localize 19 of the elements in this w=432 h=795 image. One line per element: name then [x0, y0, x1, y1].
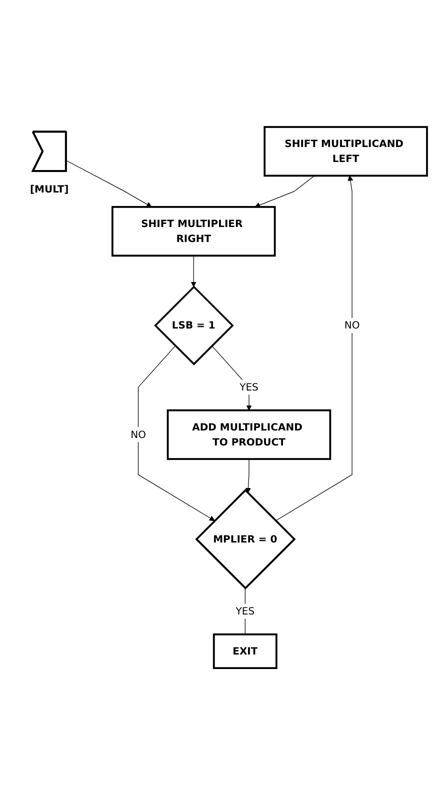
- node-label: [MULT]: [30, 182, 69, 195]
- arrow: [245, 458, 251, 494]
- edge-label: NO: [130, 428, 146, 440]
- edge-label: YES: [240, 380, 258, 393]
- arrow: [138, 345, 215, 521]
- node-box: SHIFT MULTIPLIER RIGHT: [112, 206, 276, 257]
- node-box: ADD MULTIPLICAND TO PRODUCT: [166, 409, 332, 460]
- arrow: [254, 175, 315, 208]
- edge-label: NO: [344, 319, 360, 332]
- node-diamond: LSB = 1: [154, 286, 234, 366]
- arrow: [66, 160, 152, 208]
- node-box: EXIT: [212, 633, 278, 669]
- edge-label: YES: [236, 604, 255, 617]
- node-box: SHIFT MULTIPLICAND LEFT: [264, 126, 428, 177]
- node-diamond: MPLIER = 0: [195, 488, 296, 590]
- connector: [244, 588, 246, 635]
- arrow: [190, 255, 196, 288]
- arrow: [275, 175, 354, 522]
- arrow: [212, 345, 252, 410]
